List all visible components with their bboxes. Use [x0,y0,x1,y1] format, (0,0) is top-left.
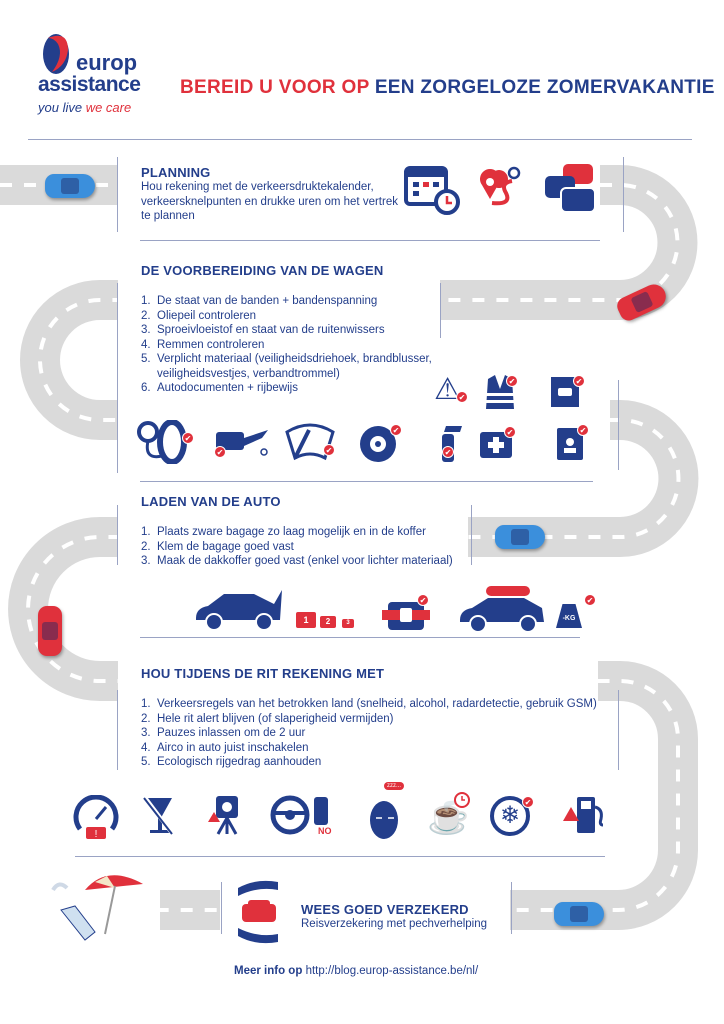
list-item: 1.De staat van de banden + bandenspannin… [141,295,378,307]
rit-heading: HOU TIJDENS DE RIT REKENING MET [141,666,385,681]
laden-section: LADEN VAN DE AUTO 1.Plaats zware bagage … [141,494,481,569]
voorbereiding-heading: DE VOORBEREIDING VAN DE WAGEN [141,263,384,278]
list-item: 2.Hele rit alert blijven (of slaperighei… [141,712,394,725]
verzekerd-text: Reisverzekering met pechverhelping [301,918,488,930]
verzekerd-section: WEES GOED VERZEKERD Reisverzekering met … [301,902,487,932]
logo-swoosh-icon [43,34,69,74]
list-item: 3.Sproeivloeistof en staat van de ruiten… [141,324,385,336]
divider [28,139,692,140]
sleep-bubble: zzz... [384,782,405,790]
footer-link[interactable]: http://blog.europ-assistance.be/nl/ [305,965,479,977]
list-item: 5.Ecologisch rijgedrag aanhouden [141,756,322,768]
list-item: 1.Plaats zware bagage zo laag mogelijk e… [141,526,426,538]
divider [140,637,580,638]
list-item: 3.Pauzes inlassen om de 2 uur [141,727,306,739]
first-aid-kit-icon: ✔ [480,426,516,466]
calendar-clock-icon [404,166,460,215]
list-item: 6.Autodocumenten + rijbewijs [141,382,298,394]
traffic-jam-icon [545,164,596,213]
oil-can-icon: ✔ [212,424,270,464]
logo-text-europ: europ [76,50,138,75]
list-item: 3.Maak de dakkoffer goed vast (enkel voo… [141,555,453,567]
steering-wheel-phone-icon [270,795,328,835]
list-item: 2.Klem de bagage goed vast [141,540,294,553]
footer-info: Meer info op http://blog.europ-assistanc… [234,965,478,977]
strapped-luggage-icon [382,602,430,630]
brake-disc-icon: ✔ [358,420,402,470]
footer-label: Meer info op [234,965,303,977]
car-red [38,606,62,656]
speed-camera-icon [208,796,238,835]
divider [511,882,512,934]
suitcase-3-icon: 3 [342,619,354,628]
voorbereiding-list: 1.De staat van de banden + bandenspannin… [141,294,461,396]
list-item: 5.Verplicht materiaal (veiligheidsdrieho… [141,353,432,380]
car-documents-icon: ✔ [551,375,585,415]
suitcase-2-icon: 2 [320,616,336,628]
insured-car-hands-icon [238,880,278,944]
car-blue [495,525,545,549]
divider [117,690,118,770]
svg-text:!: ! [95,829,98,840]
voorbereiding-section: DE VOORBEREIDING VAN DE WAGEN 1.De staat… [141,263,461,396]
verzekerd-heading: WEES GOED VERZEKERD [301,902,469,917]
clock-icon [454,792,470,808]
planning-heading: PLANNING [141,165,211,180]
fire-extinguisher-icon: ✔ [438,422,464,470]
car-open-trunk-icon [196,590,282,631]
suitcase-1-icon: 1 [296,612,316,628]
divider [117,505,118,565]
divider [618,380,619,470]
safety-vest-icon: ✔ [484,375,518,417]
divider [221,882,222,934]
list-item: 2.Oliepeil controleren [141,309,257,322]
beach-umbrella-icon [51,875,143,941]
fuel-pump-warning-icon [563,797,604,833]
no-alcohol-icon [142,796,176,836]
route-pin-icon [480,166,521,206]
car-blue [554,902,604,926]
warning-triangle-icon: ⚠✔ [434,375,468,405]
logo-text-assistance: assistance [38,73,141,96]
divider [623,157,624,232]
no-phone-label: NO [318,826,332,836]
tire-pressure-icon: ✔ [136,419,194,470]
sleepy-face-icon [370,801,398,839]
divider [117,157,118,232]
windshield-wiper-icon: ✔ [285,420,335,468]
divider [117,283,118,473]
driving-license-icon: ✔ [557,424,589,468]
logo-tagline: you live we care [38,100,132,115]
car-roof-box-icon [460,586,544,633]
list-item: 1.Verkeersregels van het betrokken land … [141,698,597,710]
divider [618,690,619,770]
airco-snowflake-icon: ❄✔ [490,796,534,836]
rit-list: 1.Verkeersregels van het betrokken land … [141,697,611,770]
rit-section: HOU TIJDENS DE RIT REKENING MET 1.Verkee… [141,666,611,770]
divider [75,856,605,857]
check-icon: ✔ [417,594,429,606]
car-blue [45,174,95,198]
divider [140,240,600,241]
list-item: 4.Airco in auto juist inschakelen [141,741,309,754]
laden-heading: LADEN VAN DE AUTO [141,494,281,509]
planning-section: PLANNING Hou rekening met de verkeersdru… [141,165,401,224]
divider [140,481,593,482]
page-title: BEREID U VOOR OP EEN ZORGELOZE ZOMERVAKA… [180,77,715,98]
check-icon: ✔ [584,594,596,606]
speedometer-icon: ! [73,795,119,840]
divider [440,283,441,338]
divider [471,505,472,565]
laden-list: 1.Plaats zware bagage zo laag mogelijk e… [141,525,481,569]
list-item: 4.Remmen controleren [141,338,265,351]
planning-text: Hou rekening met de verkeersdruktekalend… [141,181,398,222]
